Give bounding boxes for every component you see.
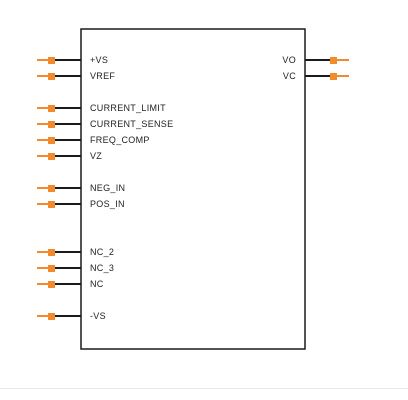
left-pin-group: +VS VREF CURRENT_LIMIT CURRENT_SENSE FREQ_CO… xyxy=(37,55,173,321)
pin-left-vs[interactable]: +VS xyxy=(37,55,108,65)
pin-label: -VS xyxy=(90,311,106,321)
pin-terminal[interactable] xyxy=(48,137,55,144)
component-body[interactable] xyxy=(80,28,306,350)
pin-left-nc[interactable]: NC xyxy=(37,279,104,289)
pin-left-current-limit[interactable]: CURRENT_LIMIT xyxy=(37,103,166,113)
pin-terminal[interactable] xyxy=(48,105,55,112)
pin-terminal[interactable] xyxy=(48,281,55,288)
pin-label: NC_2 xyxy=(90,247,114,257)
pin-terminal[interactable] xyxy=(48,121,55,128)
pin-terminal[interactable] xyxy=(330,73,337,80)
pin-right-vc[interactable]: VC xyxy=(283,71,349,81)
pin-left-freq-comp[interactable]: FREQ_COMP xyxy=(37,135,150,145)
pin-terminal[interactable] xyxy=(48,57,55,64)
pin-left-vs[interactable]: -VS xyxy=(37,311,106,321)
pin-terminal[interactable] xyxy=(48,249,55,256)
pin-terminal[interactable] xyxy=(48,185,55,192)
pin-left-nc-2[interactable]: NC_2 xyxy=(37,247,114,257)
pin-label: VREF xyxy=(90,71,115,81)
pin-terminal[interactable] xyxy=(48,73,55,80)
pin-label: VO xyxy=(282,55,296,65)
pin-label: VC xyxy=(283,71,296,81)
pin-label: FREQ_COMP xyxy=(90,135,150,145)
pin-left-pos-in[interactable]: POS_IN xyxy=(37,199,125,209)
pin-label: NC_3 xyxy=(90,263,114,273)
pin-terminal[interactable] xyxy=(48,265,55,272)
pin-left-nc-3[interactable]: NC_3 xyxy=(37,263,114,273)
pin-left-neg-in[interactable]: NEG_IN xyxy=(37,183,125,193)
pin-left-vref[interactable]: VREF xyxy=(37,71,115,81)
pin-terminal[interactable] xyxy=(48,201,55,208)
pin-left-vz[interactable]: VZ xyxy=(37,151,102,161)
bottom-divider xyxy=(0,388,408,389)
pin-left-current-sense[interactable]: CURRENT_SENSE xyxy=(37,119,173,129)
pin-terminal[interactable] xyxy=(48,313,55,320)
pin-label: +VS xyxy=(90,55,108,65)
pin-label: NC xyxy=(90,279,104,289)
pin-label: NEG_IN xyxy=(90,183,125,193)
pin-label: POS_IN xyxy=(90,199,125,209)
right-pin-group: VO VC xyxy=(282,55,349,81)
pin-label: CURRENT_SENSE xyxy=(90,119,173,129)
pin-terminal[interactable] xyxy=(330,57,337,64)
pin-label: VZ xyxy=(90,151,102,161)
pin-terminal[interactable] xyxy=(48,153,55,160)
pin-right-vo[interactable]: VO xyxy=(282,55,349,65)
pin-label: CURRENT_LIMIT xyxy=(90,103,166,113)
